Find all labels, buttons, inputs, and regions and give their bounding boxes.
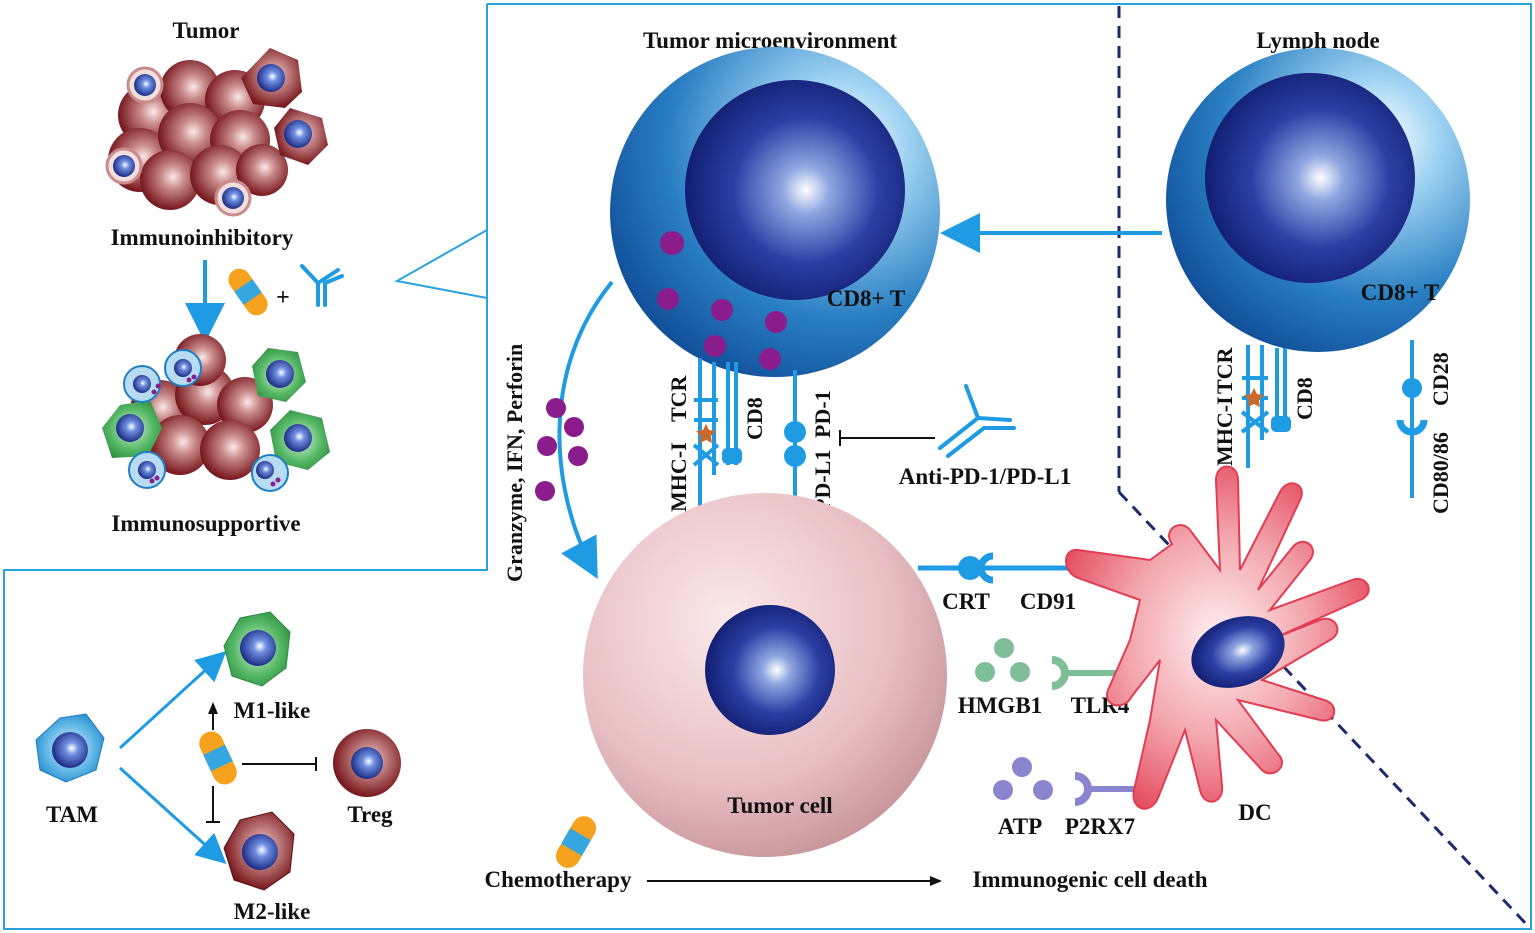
atp-label: ATP	[998, 814, 1042, 839]
immunoinhibitory-label: Immunoinhibitory	[111, 225, 294, 250]
anti-pd1-label: Anti-PD-1/PD-L1	[899, 464, 1071, 489]
cd8-t-cell-tme	[610, 47, 940, 377]
m2-label: M2-like	[234, 899, 311, 924]
macrophage-pill-icon	[199, 731, 237, 785]
tam-to-m1-arrow	[118, 650, 227, 750]
p2rx7-label: P2RX7	[1065, 814, 1135, 839]
hmgb1-molecules	[975, 638, 1030, 682]
cd28-label: CD28	[1428, 352, 1453, 406]
tumor-cell-label: Tumor cell	[727, 793, 832, 818]
antigen-star-tme	[696, 424, 716, 443]
m1-label: M1-like	[234, 698, 311, 723]
m2-macrophage	[223, 811, 295, 891]
hmgb1-label: HMGB1	[958, 693, 1042, 718]
treg-label: Treg	[347, 802, 393, 827]
chemotherapy-label: Chemotherapy	[485, 867, 632, 892]
tumor-mass-immunoinhibitory	[105, 48, 328, 217]
cd8-t-label-tme: CD8+ T	[827, 286, 906, 311]
panel-frame	[3, 3, 1532, 930]
chemotherapy-pill-icon-tme	[556, 816, 596, 868]
mhc1-label-lymph: MHC-I	[1212, 396, 1237, 466]
tumor-mass-immunosupportive	[102, 334, 330, 492]
tumor-label: Tumor	[173, 18, 240, 43]
crt-label: CRT	[942, 589, 990, 614]
pd1-label: PD-1	[810, 390, 835, 438]
cd8-label-lymph: CD8	[1292, 377, 1317, 420]
atp-molecules	[993, 757, 1053, 800]
granzyme-label: Granzyme, IFN, Perforin	[502, 344, 527, 582]
dendritic-cell	[1065, 465, 1370, 810]
zoom-callout	[394, 229, 488, 299]
antibody-icon	[300, 264, 344, 307]
cd8-coreceptor-lymph	[1271, 348, 1291, 432]
tcr-mhc1-complex-lymph	[1240, 345, 1270, 468]
mhc1-label-tme: MHC-I	[666, 442, 691, 512]
tam-to-m2-arrow	[118, 766, 227, 865]
cd80-86-label: CD80/86	[1428, 432, 1453, 514]
anti-pd1-antibody-icon	[938, 384, 1016, 458]
treg-cell	[333, 729, 401, 797]
dc-label: DC	[1238, 800, 1271, 825]
crt-cd91-complex	[918, 552, 1070, 584]
plus-sign: +	[276, 285, 290, 311]
tam-label: TAM	[46, 802, 98, 827]
cd91-label: CD91	[1020, 589, 1076, 614]
cd8-t-label-lymph: CD8+ T	[1361, 280, 1440, 305]
cd8-t-cell-lymph	[1166, 48, 1470, 352]
tam-cell	[35, 713, 105, 783]
cytotoxic-granules	[535, 398, 588, 501]
chemotherapy-pill-icon	[228, 268, 268, 316]
m1-macrophage	[223, 611, 291, 687]
cytotoxic-release-arrow	[557, 280, 614, 580]
tcr-label-tme: TCR	[666, 374, 691, 422]
cd8-coreceptor-tme	[722, 362, 742, 465]
pd1-pdl1-complex	[784, 370, 806, 510]
cd8-label-tme: CD8	[742, 397, 767, 440]
tcr-label-lymph: TCR	[1212, 346, 1237, 394]
cd28-cd80-complex	[1396, 340, 1428, 498]
icd-label: Immunogenic cell death	[972, 867, 1207, 892]
antigen-star-lymph	[1244, 388, 1264, 407]
immunosupportive-label: Immunosupportive	[111, 511, 300, 536]
tumor-cell	[583, 493, 947, 857]
